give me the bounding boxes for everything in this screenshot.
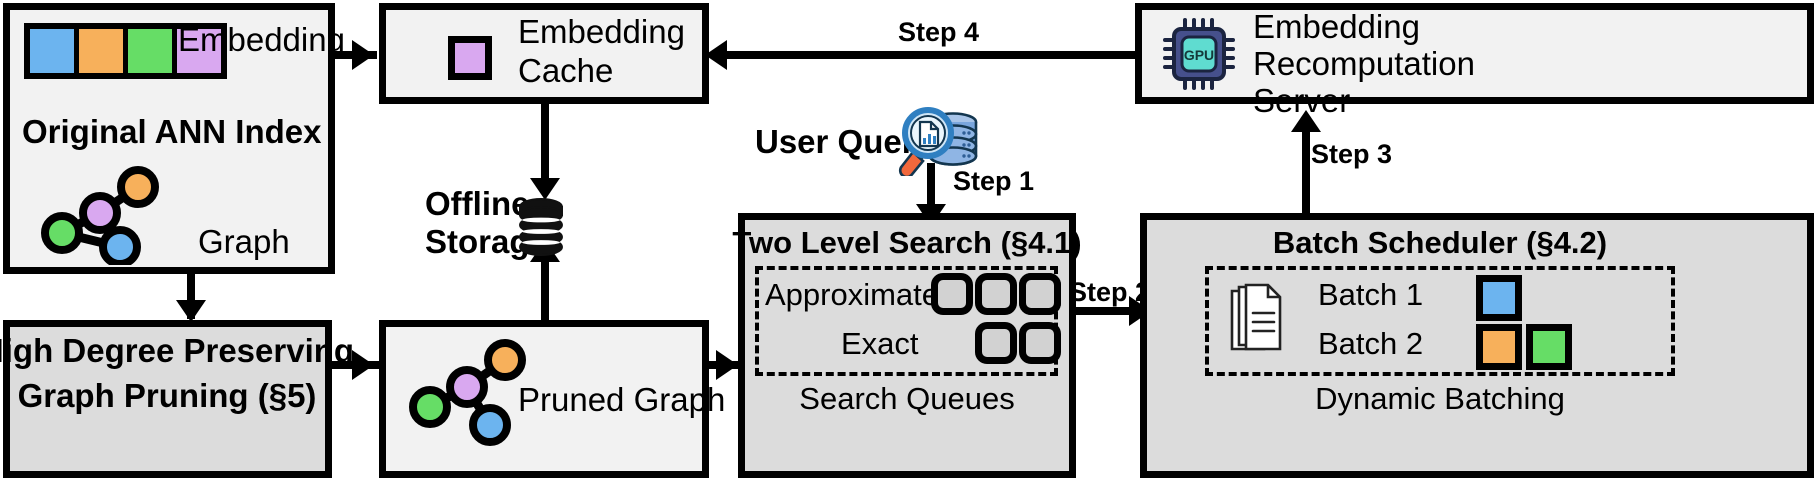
embedding-cache-swatch-purple xyxy=(448,36,492,80)
pruning-label-line1: High Degree Preserving xyxy=(0,332,355,369)
arrowhead-server-to-cache xyxy=(705,40,727,70)
server-label-line2: Recomputation xyxy=(1253,45,1475,82)
high-degree-pruning-box[interactable] xyxy=(3,320,332,478)
edge-cache-to-storage xyxy=(541,104,549,194)
pruning-label-line2: Graph Pruning (§5) xyxy=(17,377,317,414)
gpu-chip-icon: GPU xyxy=(1163,18,1235,90)
step-3-label: Step 3 xyxy=(1311,139,1393,169)
batch-2-swatch-orange xyxy=(1476,324,1522,370)
svg-text:GPU: GPU xyxy=(1184,47,1214,63)
edge-search-to-scheduler xyxy=(1076,307,1152,315)
approximate-queue-cell-a[interactable] xyxy=(931,273,973,315)
arrowhead-pruned-to-search xyxy=(716,350,738,380)
edge-server-to-cache xyxy=(716,51,1136,59)
embedding-swatch-orange xyxy=(79,29,128,73)
batch-scheduler-title: Batch Scheduler (§4.2) xyxy=(1272,225,1608,260)
batch-2-swatch-green xyxy=(1526,324,1572,370)
arrowhead-ann-to-pruning xyxy=(176,300,206,322)
embedding-label: Embedding xyxy=(178,21,345,58)
exact-queue-cell-1[interactable] xyxy=(975,322,1017,364)
search-queues-footer: Search Queues xyxy=(799,381,1015,416)
embedding-cache-label-line1: Embedding xyxy=(518,13,685,50)
embedding-cache-label-line2: Cache xyxy=(518,52,614,89)
server-label-line1: Embedding xyxy=(1253,8,1420,45)
pruned-graph-label: Pruned Graph xyxy=(518,381,726,418)
arrowhead-ann-to-cache xyxy=(352,40,374,70)
arrowhead-scheduler-to-server xyxy=(1291,110,1321,132)
database-cylinder-icon xyxy=(518,198,564,256)
step-4-label: Step 4 xyxy=(898,17,980,47)
approximate-row-label: Approximate xyxy=(765,277,940,312)
graph-label: Graph xyxy=(198,223,290,260)
batch-1-label: Batch 1 xyxy=(1318,277,1424,312)
embedding-swatch-blue xyxy=(30,29,79,73)
two-level-search-title: Two Level Search (§4.1) xyxy=(732,225,1082,260)
embedding-recomputation-server-box[interactable] xyxy=(1135,3,1814,104)
embedding-swatch-green xyxy=(128,29,177,73)
embedding-cache-box[interactable] xyxy=(379,3,709,104)
search-queues-region xyxy=(755,266,1058,376)
server-label-line3: Server xyxy=(1253,82,1351,119)
offline-storage-label-line1: Offline xyxy=(425,185,530,222)
step-2-label: Step 2 xyxy=(1069,277,1151,307)
edge-query-to-search xyxy=(927,163,935,218)
edge-ann-to-pruning xyxy=(187,274,195,319)
ann-index-graph-icon xyxy=(38,165,168,265)
embedding-swatch-purple xyxy=(177,29,221,73)
embedding-swatch-strip xyxy=(24,23,227,79)
edge-pruned-to-storage xyxy=(541,248,549,323)
step-1-label: Step 1 xyxy=(953,166,1035,196)
approximate-queue-cell-3[interactable] xyxy=(1019,273,1061,315)
approximate-queue-cell-2[interactable] xyxy=(975,273,1017,315)
batch-1-swatch-blue xyxy=(1476,275,1522,321)
dynamic-batching-footer: Dynamic Batching xyxy=(1315,381,1565,416)
original-ann-index-title: Original ANN Index xyxy=(22,113,322,150)
arrowhead-pruning-to-pruned xyxy=(352,350,374,380)
batch-2-label: Batch 2 xyxy=(1318,326,1424,361)
arrowhead-cache-to-storage xyxy=(530,178,560,200)
query-search-database-icon xyxy=(898,100,984,176)
exact-row-label: Exact xyxy=(841,326,919,361)
pruned-graph-icon xyxy=(405,337,535,447)
exact-queue-cell-2[interactable] xyxy=(1019,322,1061,364)
documents-stack-icon xyxy=(1228,283,1290,359)
edge-scheduler-to-server xyxy=(1302,118,1310,214)
dynamic-batching-region xyxy=(1205,266,1675,376)
